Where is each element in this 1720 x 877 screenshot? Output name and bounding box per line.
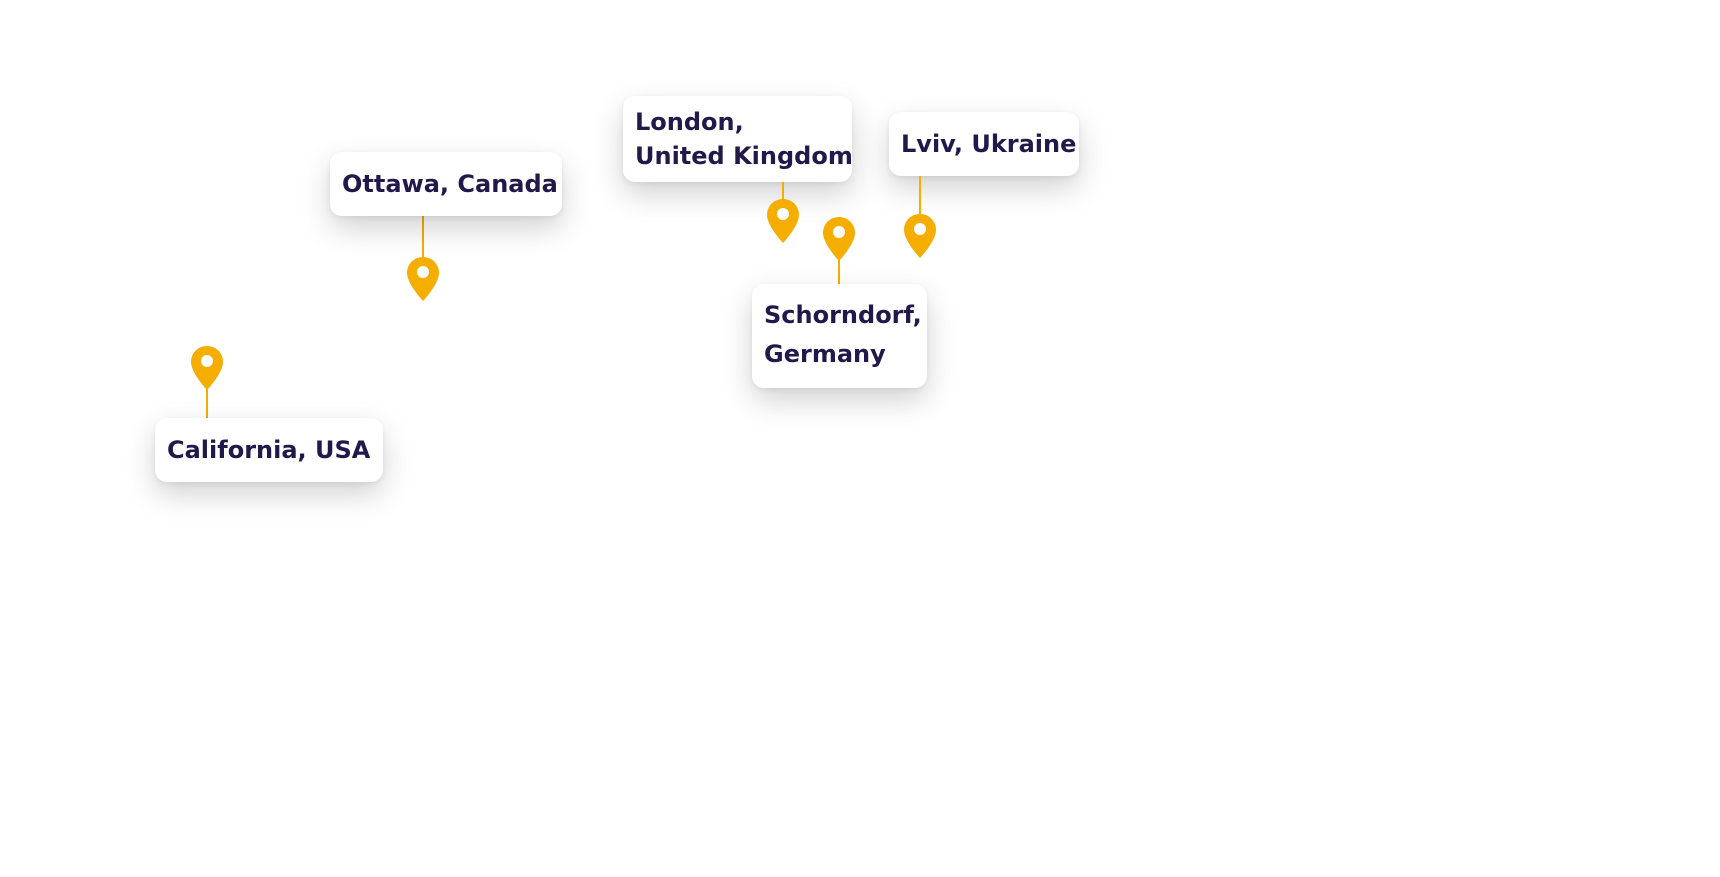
location-label-text: London, xyxy=(635,108,744,136)
location-label-california[interactable]: California, USA xyxy=(155,418,383,482)
location-label-ottawa[interactable]: Ottawa, Canada xyxy=(330,152,562,216)
pin-connector-line xyxy=(838,258,840,284)
location-label-lviv[interactable]: Lviv, Ukraine xyxy=(889,112,1079,176)
map-pin-icon[interactable] xyxy=(822,216,856,262)
location-label-text: Germany xyxy=(764,340,886,368)
map-pin-icon[interactable] xyxy=(766,198,800,244)
location-label-text: California, USA xyxy=(167,436,371,464)
location-label-london[interactable]: London, United Kingdom xyxy=(623,96,853,182)
location-label-text: Ottawa, Canada xyxy=(342,170,558,198)
map-pin-icon[interactable] xyxy=(903,213,937,259)
map-pin-icon[interactable] xyxy=(406,256,440,302)
pin-connector-line xyxy=(206,388,208,418)
location-label-text: Lviv, Ukraine xyxy=(901,130,1077,158)
location-label-schorndorf[interactable]: Schorndorf, Germany xyxy=(752,284,927,388)
location-label-text: Schorndorf, xyxy=(764,301,922,329)
map-pin-icon[interactable] xyxy=(190,345,224,391)
location-label-text: United Kingdom xyxy=(635,142,853,170)
pin-connector-line xyxy=(782,182,784,202)
pin-connector-line xyxy=(919,176,921,216)
pin-connector-line xyxy=(422,216,424,260)
